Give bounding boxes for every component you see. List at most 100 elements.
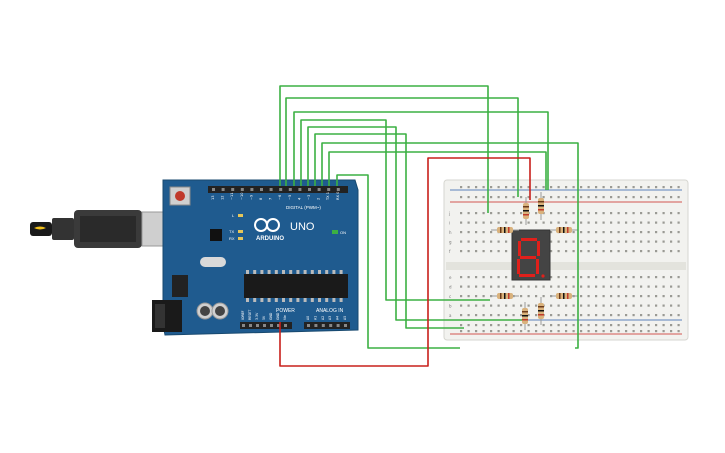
digital-pin[interactable] xyxy=(308,188,311,191)
analog-label: ANALOG IN xyxy=(316,308,344,314)
usb-cable[interactable] xyxy=(30,210,169,248)
arduino-logo-text: ARDUINO xyxy=(256,236,284,242)
analog-pin[interactable] xyxy=(329,324,333,327)
digital-pin[interactable] xyxy=(279,188,283,191)
digital-pin[interactable] xyxy=(336,188,340,191)
led-l-label: L xyxy=(232,213,235,218)
digital-pin[interactable] xyxy=(317,188,321,191)
digital-pin-label: ~5 xyxy=(288,195,292,200)
breadboard-row-label: b xyxy=(449,304,452,309)
resistor[interactable] xyxy=(491,227,519,233)
wires[interactable] xyxy=(279,85,579,367)
digital-pin[interactable] xyxy=(298,188,302,191)
digital-pin[interactable] xyxy=(240,188,244,191)
digital-pin-label: 2 xyxy=(317,198,321,200)
segment xyxy=(520,256,536,259)
digital-pin[interactable] xyxy=(231,188,235,191)
resistor[interactable] xyxy=(550,227,578,233)
digital-pin-label: ~10 xyxy=(240,192,244,200)
analog-header[interactable] xyxy=(304,322,350,329)
power-pin-label: 3.3V xyxy=(255,312,259,320)
power-pin[interactable] xyxy=(270,324,273,327)
power-pin[interactable] xyxy=(263,324,266,327)
resistor[interactable] xyxy=(538,297,544,325)
decimal-point xyxy=(541,274,545,278)
digital-pin[interactable] xyxy=(260,188,263,191)
resistor[interactable] xyxy=(523,197,529,225)
resistor[interactable] xyxy=(538,192,544,220)
digital-pin-label: 13 xyxy=(211,195,215,200)
digital-header[interactable] xyxy=(208,186,348,193)
analog-pin[interactable] xyxy=(314,324,318,327)
digital-pin[interactable] xyxy=(288,188,292,191)
analog-pin[interactable] xyxy=(321,324,325,327)
breadboard-row-label: i xyxy=(449,221,450,226)
digital-pin-label: 8 xyxy=(259,197,263,200)
resistors[interactable] xyxy=(491,192,578,330)
power-pin-label: 5V xyxy=(262,315,266,320)
digital-pin-label: 7 xyxy=(269,198,273,200)
segment xyxy=(519,274,535,277)
breadboard-row-label: h xyxy=(449,230,452,235)
wire-green-2[interactable] xyxy=(285,97,519,197)
power-pin[interactable] xyxy=(284,324,287,327)
wire-red-5v[interactable] xyxy=(279,157,531,367)
board-model: UNO xyxy=(290,221,315,233)
digital-pin[interactable] xyxy=(212,188,215,191)
power-pin[interactable] xyxy=(256,324,259,327)
resistor[interactable] xyxy=(522,302,528,330)
microcontroller-chip xyxy=(244,274,348,298)
analog-pin-label: A5 xyxy=(343,316,347,320)
analog-pin[interactable] xyxy=(307,324,310,327)
wire-green-5[interactable] xyxy=(307,126,522,321)
wire-green-1[interactable] xyxy=(279,85,489,213)
arduino-logo xyxy=(254,218,280,232)
seven-segment-display[interactable] xyxy=(511,229,551,281)
led-rx-label: RX xyxy=(229,236,235,241)
breadboard-row-label: d xyxy=(449,285,452,290)
on-led xyxy=(332,230,338,234)
digital-pin[interactable] xyxy=(250,188,254,191)
power-pin[interactable] xyxy=(277,324,280,327)
breadboard-row-label: c xyxy=(449,294,451,299)
power-pin[interactable] xyxy=(242,324,245,327)
digital-pin[interactable] xyxy=(221,188,225,191)
power-pin[interactable] xyxy=(249,324,252,327)
power-pin-label: Vin xyxy=(283,315,287,320)
digital-pin-label: ~11 xyxy=(230,192,234,200)
segment xyxy=(537,241,540,256)
power-pin-label: IOREF xyxy=(241,310,245,320)
wire-green-6[interactable] xyxy=(314,133,464,329)
analog-pin[interactable] xyxy=(336,324,340,327)
wire-green-4[interactable] xyxy=(300,119,490,301)
segment xyxy=(536,259,539,274)
on-label: ON xyxy=(340,230,346,235)
breadboard-row-label: j xyxy=(448,211,450,216)
digital-pin[interactable] xyxy=(327,188,331,191)
resistor[interactable] xyxy=(550,293,578,299)
digital-pin-label: 4 xyxy=(297,197,301,200)
wire-green-8[interactable] xyxy=(328,151,547,190)
digital-pin-label: ~9 xyxy=(249,194,253,200)
digital-pin-label: ~6 xyxy=(278,194,282,200)
analog-pin-label: A4 xyxy=(336,316,340,320)
analog-pin-label: A1 xyxy=(313,316,317,320)
wire-green-9[interactable] xyxy=(336,174,460,349)
breadboard-row-label: e xyxy=(449,275,452,280)
wire-green-7[interactable] xyxy=(321,142,579,349)
resistor[interactable] xyxy=(491,293,519,299)
power-label: POWER xyxy=(276,308,295,314)
led-tx-label: TX xyxy=(229,229,234,234)
segment xyxy=(517,259,520,274)
power-pin-label: RESET xyxy=(248,310,252,320)
segment xyxy=(518,241,521,256)
analog-pin-label: A0 xyxy=(306,316,310,320)
breadboard-row-label: a xyxy=(449,313,452,318)
digital-pin[interactable] xyxy=(269,188,273,191)
wire-green-3[interactable] xyxy=(293,111,549,190)
segment xyxy=(521,238,537,241)
analog-pin[interactable] xyxy=(344,324,347,327)
breadboard-row-label: g xyxy=(449,240,452,245)
